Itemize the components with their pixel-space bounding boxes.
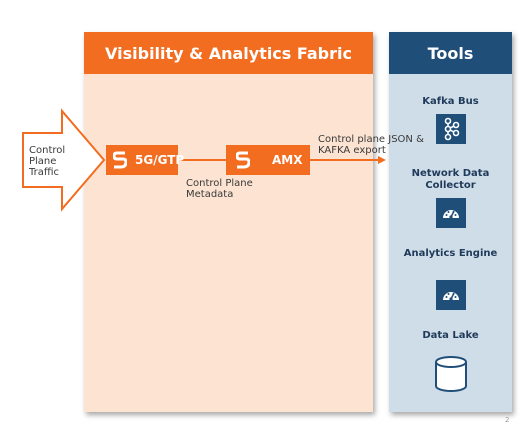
traffic-input-arrow	[22, 108, 106, 212]
export-label: Control plane JSON & KAFKA export	[318, 134, 424, 156]
fabric-panel: Visibility & Analytics Fabric	[84, 32, 373, 412]
speedometer-icon	[436, 280, 466, 310]
input-traffic-label: Control Plane Traffic	[29, 145, 66, 178]
speedometer-icon	[436, 198, 466, 228]
node-5g-gtp-label: 5G/GTP	[135, 153, 185, 167]
kafka-bus-icon	[436, 114, 466, 144]
export-arrow-head	[378, 156, 386, 164]
tool-label-kafka-bus: Kafka Bus	[422, 96, 479, 107]
tools-header: Tools	[389, 32, 512, 74]
node-amx: AMX	[226, 145, 310, 175]
fabric-header: Visibility & Analytics Fabric	[84, 32, 373, 74]
gigamon-logo-icon	[113, 151, 127, 169]
tool-label-analytics-engine: Analytics Engine	[403, 248, 498, 259]
node-5g-gtp: 5G/GTP	[106, 145, 184, 175]
tools-panel: Tools Kafka Bus Network Data Collector	[389, 32, 512, 412]
fabric-title: Visibility & Analytics Fabric	[105, 43, 352, 63]
database-cylinder-icon	[433, 354, 469, 394]
tool-label-network-data-collector: Network Data Collector	[411, 168, 490, 191]
tool-label-data-lake: Data Lake	[422, 330, 479, 341]
node-amx-label: AMX	[272, 153, 303, 167]
tools-title: Tools	[427, 43, 474, 63]
gigamon-logo-icon	[236, 151, 250, 169]
page-number: 2	[505, 416, 510, 424]
metadata-label: Control Plane Metadata	[186, 178, 253, 200]
